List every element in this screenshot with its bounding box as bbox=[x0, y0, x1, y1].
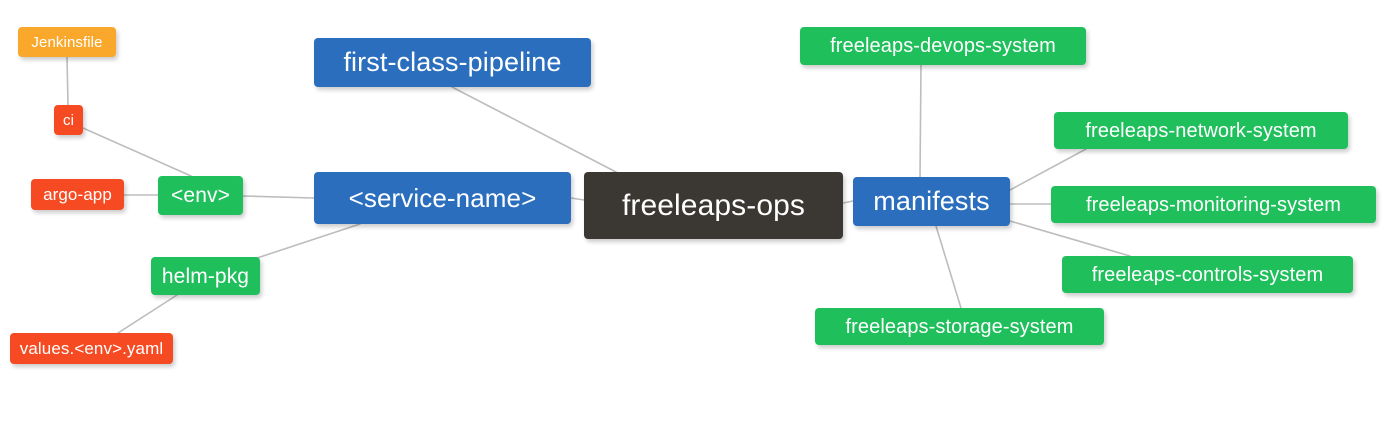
node-label-freeleaps-controls-system: freeleaps-controls-system bbox=[1091, 263, 1324, 286]
node-label-ci: ci bbox=[62, 111, 75, 129]
node-label-values-yaml: values.<env>.yaml bbox=[19, 339, 164, 358]
edge-service-name-to-env bbox=[242, 195, 315, 199]
node-label-service-name: <service-name> bbox=[348, 183, 537, 213]
node-values-yaml[interactable]: values.<env>.yaml bbox=[10, 333, 173, 364]
node-label-argo-app: argo-app bbox=[43, 185, 112, 204]
node-jenkinsfile[interactable]: Jenkinsfile bbox=[18, 27, 116, 57]
edge-manifests-to-freeleaps-controls-system bbox=[1009, 220, 1131, 257]
edge-manifests-to-freeleaps-storage-system bbox=[935, 225, 962, 309]
edge-freeleaps-ops-to-service-name bbox=[570, 197, 585, 201]
edge-freeleaps-ops-to-first-class-pipeline bbox=[451, 86, 617, 173]
node-freeleaps-ops[interactable]: freeleaps-ops bbox=[584, 172, 843, 239]
edge-freeleaps-ops-to-manifests bbox=[842, 200, 854, 204]
node-label-first-class-pipeline: first-class-pipeline bbox=[343, 47, 562, 77]
node-first-class-pipeline[interactable]: first-class-pipeline bbox=[314, 38, 591, 87]
edge-manifests-to-freeleaps-network-system bbox=[1009, 148, 1087, 191]
node-freeleaps-controls-system[interactable]: freeleaps-controls-system bbox=[1062, 256, 1353, 293]
edge-manifests-to-freeleaps-devops-system bbox=[919, 64, 922, 178]
node-label-freeleaps-network-system: freeleaps-network-system bbox=[1085, 119, 1317, 142]
node-service-name[interactable]: <service-name> bbox=[314, 172, 571, 224]
node-env[interactable]: <env> bbox=[158, 176, 243, 215]
node-label-jenkinsfile: Jenkinsfile bbox=[31, 33, 103, 51]
node-label-freeleaps-storage-system: freeleaps-storage-system bbox=[845, 315, 1074, 338]
node-manifests[interactable]: manifests bbox=[853, 177, 1010, 226]
node-freeleaps-network-system[interactable]: freeleaps-network-system bbox=[1054, 112, 1348, 149]
edge-env-to-ci bbox=[82, 127, 192, 177]
node-argo-app[interactable]: argo-app bbox=[31, 179, 124, 210]
node-freeleaps-storage-system[interactable]: freeleaps-storage-system bbox=[815, 308, 1104, 345]
node-ci[interactable]: ci bbox=[54, 105, 83, 135]
node-helm-pkg[interactable]: helm-pkg bbox=[151, 257, 260, 295]
node-label-freeleaps-ops: freeleaps-ops bbox=[621, 188, 806, 222]
node-freeleaps-devops-system[interactable]: freeleaps-devops-system bbox=[800, 27, 1086, 65]
node-label-helm-pkg: helm-pkg bbox=[161, 264, 250, 288]
edge-service-name-to-helm-pkg bbox=[244, 223, 361, 263]
edge-ci-to-jenkinsfile bbox=[66, 56, 69, 106]
node-freeleaps-monitoring-system[interactable]: freeleaps-monitoring-system bbox=[1051, 186, 1376, 223]
edge-helm-pkg-to-values-yaml bbox=[117, 294, 178, 334]
node-label-freeleaps-devops-system: freeleaps-devops-system bbox=[830, 35, 1056, 57]
node-label-manifests: manifests bbox=[873, 186, 990, 216]
node-label-env: <env> bbox=[171, 184, 230, 207]
node-label-freeleaps-monitoring-system: freeleaps-monitoring-system bbox=[1085, 193, 1341, 216]
